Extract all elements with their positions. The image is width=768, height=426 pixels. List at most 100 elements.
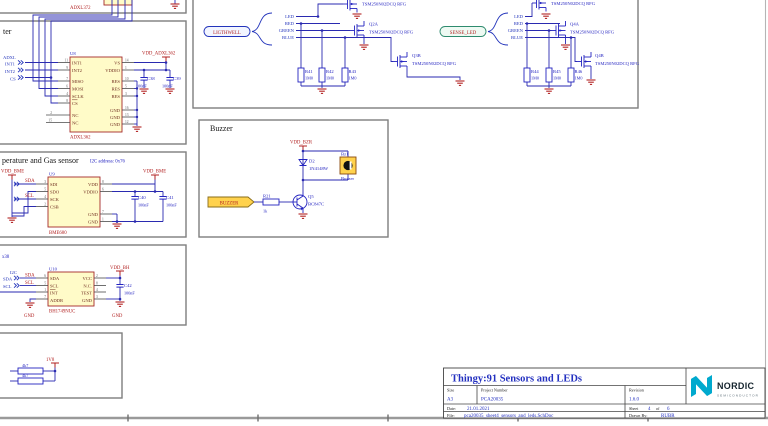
port-sense-led[interactable]: SENSE_LED <box>439 26 487 37</box>
mosfet-q2a[interactable] <box>349 20 365 40</box>
component-u10-body[interactable] <box>47 271 95 307</box>
pin-number: 16 <box>125 106 129 110</box>
part-name: TSM250N02DCQ RFG <box>412 61 457 66</box>
port-ligthwell[interactable]: LIGTHWELL <box>203 26 251 37</box>
harness-signal: BLUE <box>282 35 294 40</box>
section-light-sensor: x38 I2C SDA SCL SDA SCL GND U10 BH1749NU… <box>0 255 135 319</box>
capacitor-c42[interactable] <box>115 284 125 288</box>
pin-name: INT1 <box>72 60 83 65</box>
power-net-label: 1V8 <box>46 358 55 363</box>
pin-name: NC <box>72 113 78 118</box>
brand-subtitle: SEMICONDUCTOR <box>717 394 759 398</box>
component-adxl372-name: ADXL372 <box>70 6 91 11</box>
component-u9-body[interactable] <box>47 176 101 228</box>
pin-number: 1 <box>102 217 104 221</box>
ports-adxl[interactable]: ADXL INT1 INT2 CS <box>3 55 24 82</box>
section-accel-lp: ter ADXL INT1 INT2 CS U8 ADXL362 INT1 IN… <box>3 0 181 141</box>
section-env-sensor: perature and Gas sensor I2C address: 0x7… <box>1 156 177 236</box>
mosfet-top-right[interactable] <box>531 0 547 12</box>
diode-d2[interactable] <box>298 159 308 167</box>
mosfet-q3b[interactable] <box>392 51 408 71</box>
designator: Q4A <box>570 22 580 27</box>
harness-signal: GREEN <box>508 28 524 33</box>
component-u8-body[interactable] <box>69 56 123 133</box>
pin-number: 5 <box>44 281 46 285</box>
wires-right <box>106 275 121 301</box>
mosfet-top-left[interactable] <box>342 0 358 13</box>
wires-spi-bus <box>25 0 133 104</box>
resistor[interactable] <box>17 377 44 385</box>
revision-value: 1.6.0 <box>629 398 640 403</box>
date-label: Date: <box>447 406 456 411</box>
resistor-r46[interactable] <box>567 67 575 83</box>
gnd-symbol <box>358 44 370 50</box>
pin-name: INT2 <box>72 68 83 73</box>
port-label: SDA <box>3 277 13 282</box>
resistor-r45[interactable] <box>545 67 553 83</box>
pin-number: 2 <box>44 202 46 206</box>
gnd-symbol <box>131 126 143 132</box>
value: 4k7 <box>22 363 28 368</box>
power-net-label: VDD_BH <box>110 266 130 271</box>
wires-left <box>0 277 36 302</box>
mosfet-q4b[interactable] <box>576 51 592 71</box>
designator: R42 <box>326 69 334 74</box>
power-symbol <box>50 362 60 368</box>
designator: Q2A <box>369 22 379 27</box>
pin-name: MOSI <box>72 86 84 91</box>
designator: R44 <box>531 69 539 74</box>
pin-name: RES <box>112 94 121 99</box>
pin-name: RES <box>112 86 121 91</box>
part-name: 1N4148W <box>309 166 329 171</box>
pin-name: GND <box>88 219 99 224</box>
pin-number: 1 <box>125 66 127 70</box>
power-symbol <box>161 56 171 62</box>
gnd-symbol <box>24 302 36 308</box>
transistor-q5[interactable] <box>291 192 308 213</box>
pin-name: VS <box>114 60 120 65</box>
pin-number: 4 <box>44 195 46 199</box>
value: 100nF <box>166 203 177 208</box>
sheet-label: Sheet <box>629 406 639 411</box>
resistor-r21[interactable] <box>262 198 280 206</box>
i2c-label: I2C <box>10 270 17 275</box>
power-net-label: VDD_BME <box>143 170 166 175</box>
buzzer-bz1[interactable] <box>339 156 357 175</box>
pin-stubs <box>36 277 106 300</box>
gnd-label: GND <box>112 314 123 319</box>
pin-number: 9 <box>66 66 68 70</box>
resistor[interactable] <box>17 367 44 375</box>
designator: U8 <box>70 51 76 56</box>
ports-i2c[interactable]: SDA SCL <box>3 275 20 289</box>
resistor-r44[interactable] <box>523 67 531 83</box>
pin-number: 6 <box>66 84 68 88</box>
pin-number: 2 <box>50 111 52 115</box>
wires-right-group <box>525 3 577 88</box>
gnd-symbol <box>585 79 597 85</box>
net-label: SDA <box>25 179 35 184</box>
pin-number: 7 <box>44 295 46 299</box>
pin-name: VDDIO <box>105 68 120 73</box>
pin-name: VDD <box>88 182 99 187</box>
net-label: SCL <box>25 194 34 199</box>
revision-label: Revision <box>629 388 645 393</box>
resistor-r43[interactable] <box>341 67 349 83</box>
power-symbol <box>150 174 160 180</box>
designator: R41 <box>305 69 313 74</box>
port-buzzer[interactable]: BUZZER <box>207 196 255 208</box>
resistor-r41[interactable] <box>297 67 305 83</box>
gnd-symbol <box>454 80 466 86</box>
pin-name: GND <box>110 115 121 120</box>
resistor-r42[interactable] <box>318 67 326 83</box>
i2c-note: x38 <box>2 255 10 260</box>
section-pullups: 1V8 4k7 4k7 <box>10 358 60 385</box>
file-label: File: <box>447 413 455 418</box>
title-block: Thingy:91 Sensors and LEDs Size A3 Proje… <box>443 367 766 419</box>
gnd-symbol <box>138 88 150 94</box>
gnd-symbol <box>316 88 328 94</box>
pin-name: SCL <box>50 283 59 288</box>
pin-name: SCLK <box>72 94 84 99</box>
gnd-symbol <box>169 0 181 9</box>
port-label: LIGTHWELL <box>213 31 241 36</box>
